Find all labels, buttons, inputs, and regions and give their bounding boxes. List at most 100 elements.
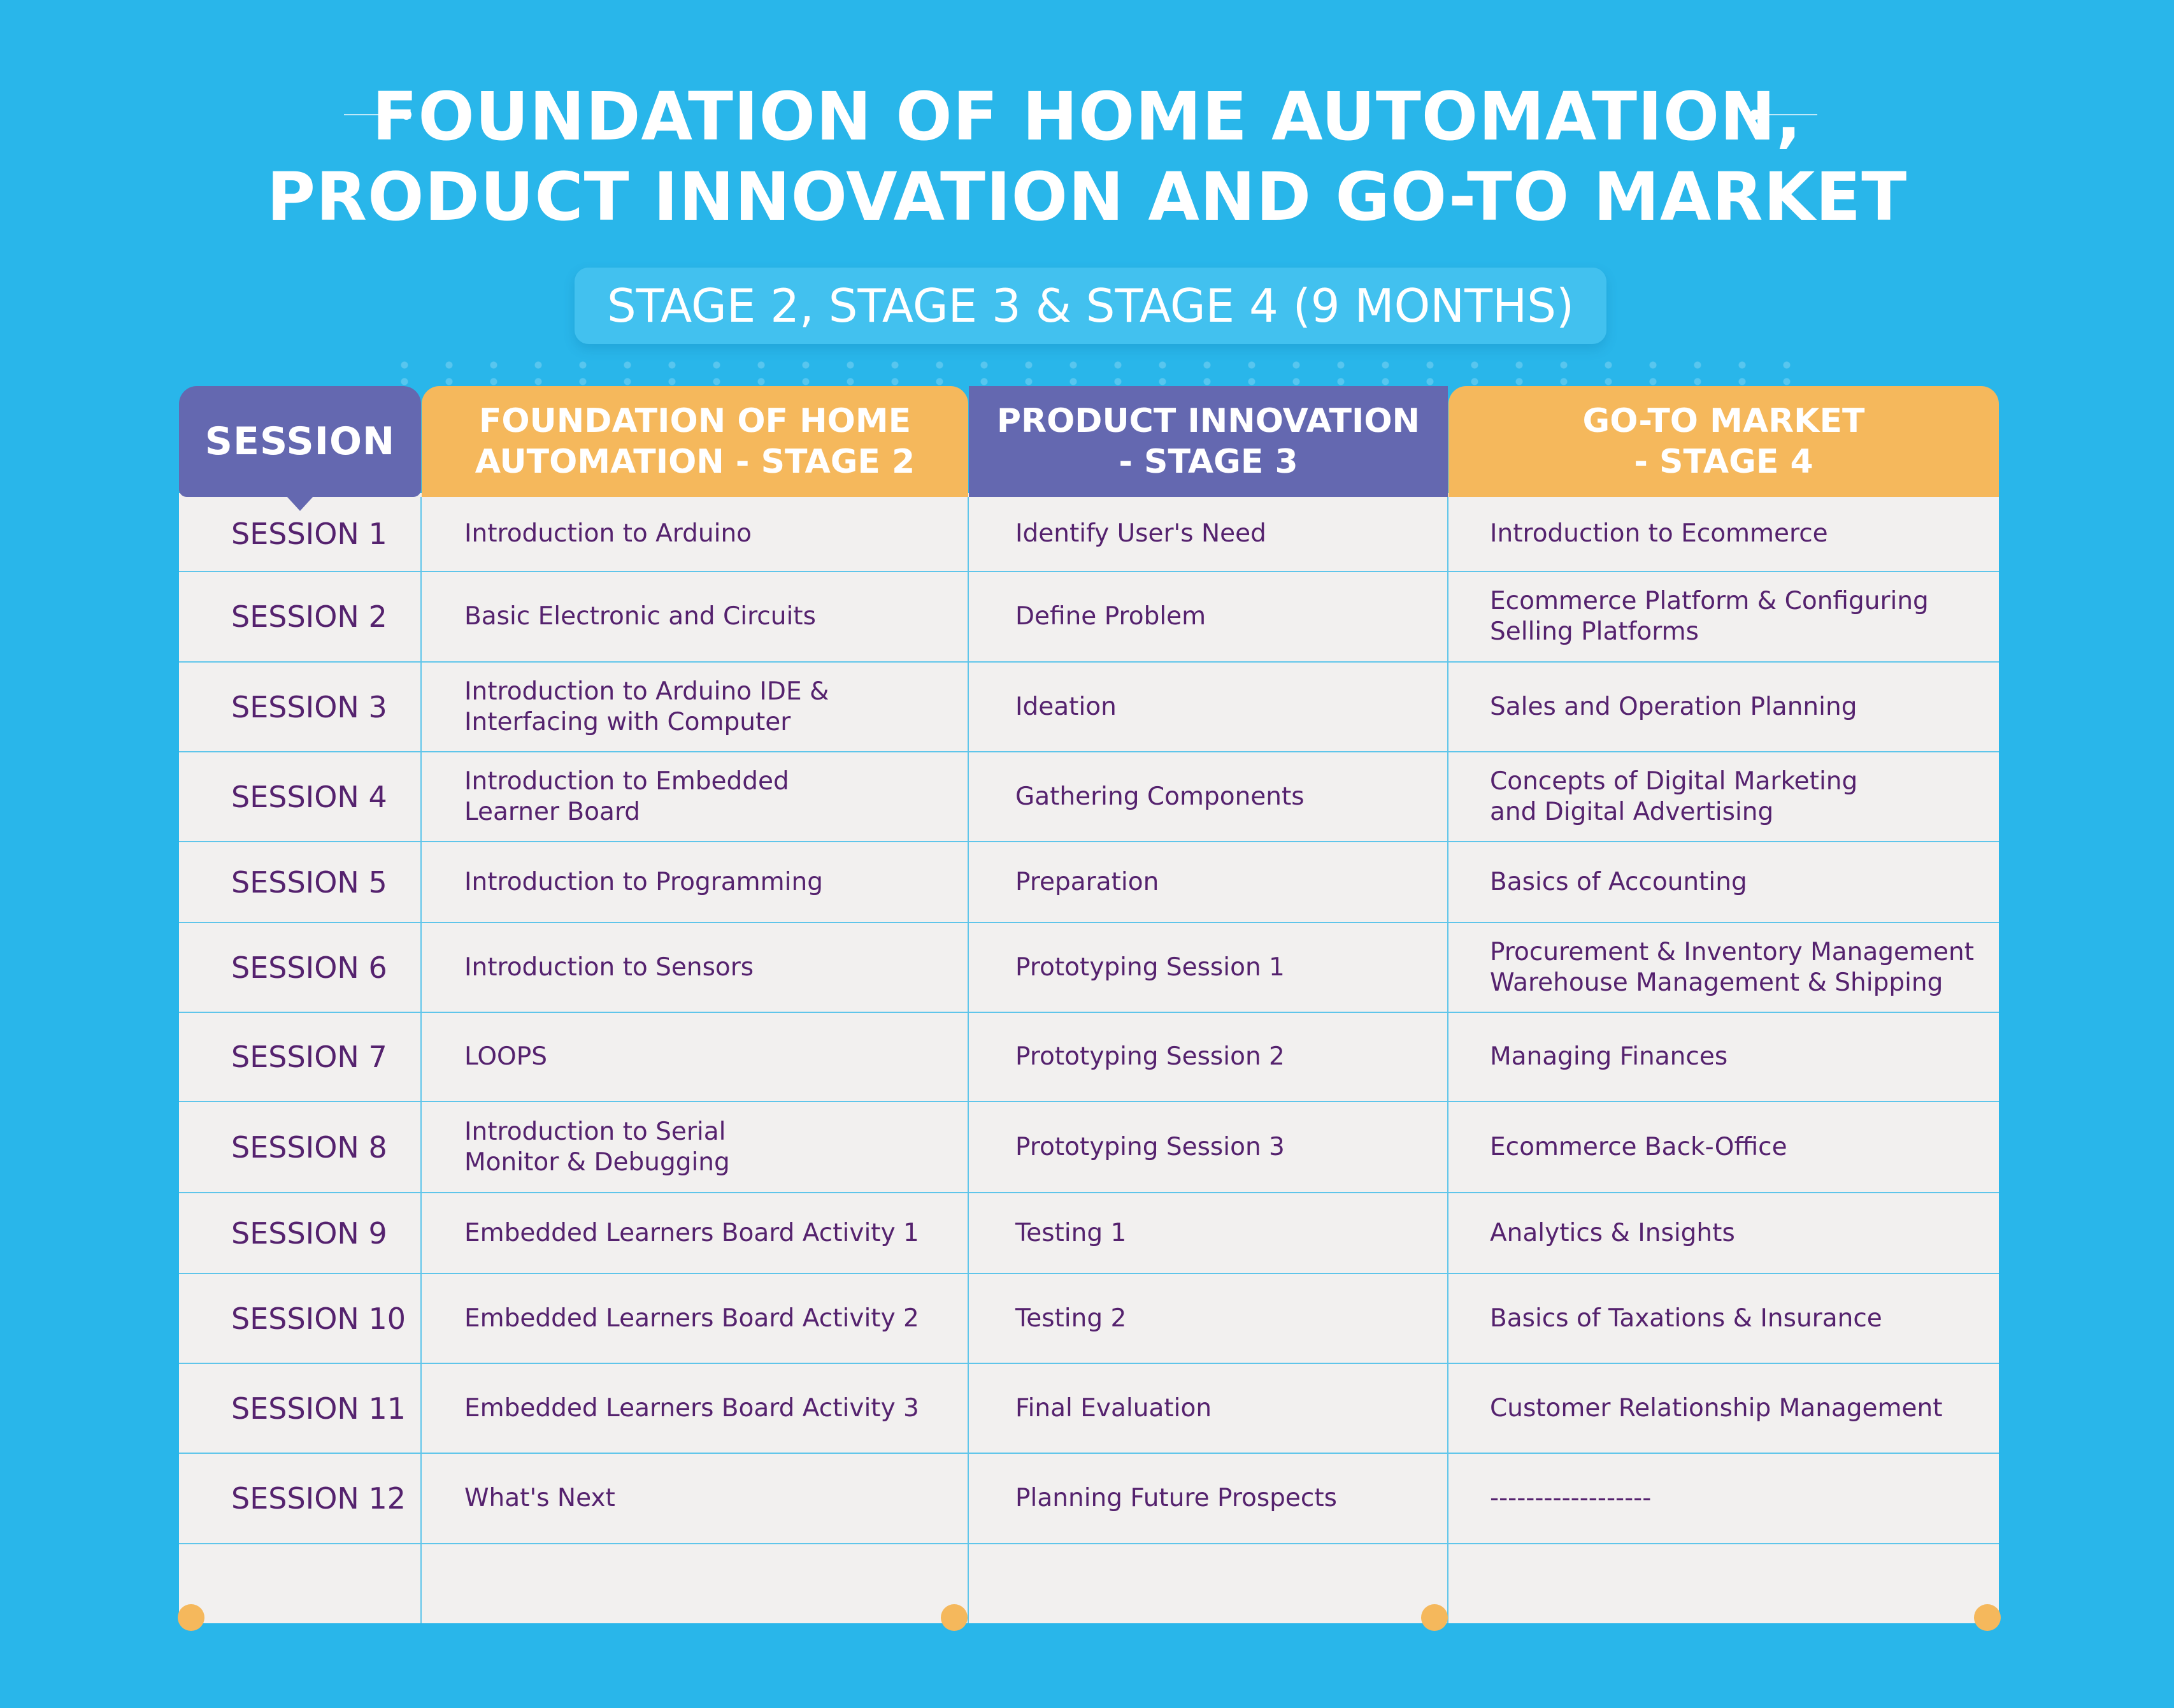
stage-3-cell: Prototyping Session 1 xyxy=(969,923,1448,1012)
curriculum-table: SESSION FOUNDATION OF HOME AUTOMATION - … xyxy=(178,386,2001,1631)
stage-4-cell-text: Concepts of Digital Marketing and Digita… xyxy=(1490,766,1858,826)
stage-3-cell-text: Testing 2 xyxy=(1015,1303,1127,1333)
stage-duration-badge: STAGE 2, STAGE 3 & STAGE 4 (9 MONTHS) xyxy=(575,268,1606,344)
stage-4-cell: Introduction to Ecommerce xyxy=(1448,497,1999,571)
stage-2-cell: Embedded Learners Board Activity 3 xyxy=(422,1364,968,1453)
stage-3-cell-text: Prototyping Session 1 xyxy=(1015,952,1285,982)
table-row: SESSION 4 Introduction to Embedded Learne… xyxy=(179,752,1999,842)
header-stage-3-label: PRODUCT INNOVATION - STAGE 3 xyxy=(996,402,1420,481)
stage-2-cell: Introduction to Programming xyxy=(422,842,968,922)
stage-2-cell: Introduction to Arduino IDE & Interfacin… xyxy=(422,663,968,751)
stage-2-cell-text: Introduction to Serial Monitor & Debuggi… xyxy=(464,1117,730,1177)
stage-2-cell-text: Introduction to Arduino xyxy=(464,519,752,548)
stage-3-cell-text: Planning Future Prospects xyxy=(1015,1484,1337,1512)
stage-4-cell-text: ------------------ xyxy=(1490,1484,1652,1512)
title-line-2: PRODUCT INNOVATION AND GO-TO MARKET xyxy=(266,158,1908,236)
stage-4-cell-text: Basics of Accounting xyxy=(1490,867,1747,896)
stage-4-cell: Sales and Operation Planning xyxy=(1448,663,1999,751)
stage-3-cell: Prototyping Session 3 xyxy=(969,1102,1448,1192)
session-cell: SESSION 6 xyxy=(179,923,421,1012)
stage-3-cell-text: Gathering Components xyxy=(1015,782,1305,811)
stage-3-cell: Preparation xyxy=(969,842,1448,922)
session-cell: SESSION 2 xyxy=(179,572,421,661)
stage-2-cell-text: Introduction to Arduino IDE & Interfacin… xyxy=(464,677,829,736)
session-cell: SESSION 4 xyxy=(179,752,421,841)
session-cell: SESSION 3 xyxy=(179,663,421,751)
session-cell-text: SESSION 1 xyxy=(231,517,387,551)
session-cell-text: SESSION 8 xyxy=(231,1130,387,1165)
stage-4-cell: Ecommerce Back-Office xyxy=(1448,1102,1999,1192)
decoration-dash xyxy=(1765,114,1817,115)
stage-4-cell-text: Basics of Taxations & Insurance xyxy=(1490,1303,1882,1333)
header-stage-2: FOUNDATION OF HOME AUTOMATION - STAGE 2 xyxy=(422,386,968,497)
session-cell: SESSION 11 xyxy=(179,1364,421,1453)
stage-3-cell: Testing 1 xyxy=(969,1193,1448,1273)
stage-3-cell: Define Problem xyxy=(969,572,1448,661)
header-session-label: SESSION xyxy=(204,419,396,464)
session-cell-text: SESSION 6 xyxy=(231,950,387,985)
table-row: SESSION 10 Embedded Learners Board Activi… xyxy=(179,1274,1999,1364)
stage-2-cell: Introduction to Arduino xyxy=(422,497,968,571)
table-row: SESSION 1 Introduction to Arduino Identify… xyxy=(179,497,1999,572)
decoration-dot xyxy=(1750,110,1760,120)
header-stage-3: PRODUCT INNOVATION - STAGE 3 xyxy=(969,386,1448,497)
stage-2-cell-text: Introduction to Embedded Learner Board xyxy=(464,766,789,826)
table-row: SESSION 8 Introduction to Serial Monitor … xyxy=(179,1102,1999,1193)
stage-4-cell: Analytics & Insights xyxy=(1448,1193,1999,1273)
stage-3-cell-text: Prototyping Session 2 xyxy=(1015,1042,1285,1071)
page-title: FOUNDATION OF HOME AUTOMATION, PRODUCT I… xyxy=(0,76,2174,237)
stage-2-cell-text: Introduction to Programming xyxy=(464,867,823,896)
corner-dot xyxy=(941,1604,968,1631)
stage-2-cell: Basic Electronic and Circuits xyxy=(422,572,968,661)
header-stage-4: GO-TO MARKET - STAGE 4 xyxy=(1448,386,1999,497)
session-cell: SESSION 5 xyxy=(179,842,421,922)
stage-3-cell: Prototyping Session 2 xyxy=(969,1013,1448,1101)
session-cell: SESSION 8 xyxy=(179,1102,421,1192)
column-divider xyxy=(968,497,969,1623)
table-row: SESSION 6 Introduction to Sensors Prototyp… xyxy=(179,923,1999,1013)
stage-2-cell: Introduction to Serial Monitor & Debuggi… xyxy=(422,1102,968,1192)
session-cell: SESSION 7 xyxy=(179,1013,421,1101)
stage-4-cell: ------------------ xyxy=(1448,1454,1999,1543)
table-row: SESSION 5 Introduction to Programming Prep… xyxy=(179,842,1999,923)
session-cell-text: SESSION 2 xyxy=(231,599,387,634)
dot-pattern-decoration xyxy=(382,357,1796,389)
title-decoration-left xyxy=(344,107,420,122)
stage-4-cell: Concepts of Digital Marketing and Digita… xyxy=(1448,752,1999,841)
stage-3-cell: Gathering Components xyxy=(969,752,1448,841)
decoration-dash xyxy=(344,114,396,115)
stage-3-cell: Testing 2 xyxy=(969,1274,1448,1363)
stage-4-cell-text: Customer Relationship Management xyxy=(1490,1393,1943,1423)
session-cell-text: SESSION 11 xyxy=(231,1391,406,1426)
column-divider xyxy=(420,497,422,1623)
stage-4-cell-text: Ecommerce Platform & Configuring Selling… xyxy=(1490,587,1929,646)
stage-2-cell: Embedded Learners Board Activity 2 xyxy=(422,1274,968,1363)
stage-4-cell: Managing Finances xyxy=(1448,1013,1999,1101)
stage-2-cell-text: Embedded Learners Board Activity 3 xyxy=(464,1393,919,1423)
header-session: SESSION xyxy=(179,386,421,511)
stage-2-cell: Introduction to Sensors xyxy=(422,923,968,1012)
corner-dot xyxy=(1421,1604,1448,1631)
stage-2-cell: Introduction to Embedded Learner Board xyxy=(422,752,968,841)
stage-4-cell-text: Ecommerce Back-Office xyxy=(1490,1132,1787,1161)
stage-4-cell-text: Analytics & Insights xyxy=(1490,1218,1735,1247)
stage-4-cell: Customer Relationship Management xyxy=(1448,1364,1999,1453)
stage-4-cell-text: Introduction to Ecommerce xyxy=(1490,519,1828,548)
stage-3-cell: Planning Future Prospects xyxy=(969,1454,1448,1543)
stage-2-cell-text: Embedded Learners Board Activity 1 xyxy=(464,1218,919,1247)
stage-3-cell-text: Identify User's Need xyxy=(1015,519,1266,548)
corner-dot xyxy=(178,1604,204,1631)
stage-4-cell: Procurement & Inventory Management Wareh… xyxy=(1448,923,1999,1012)
stage-3-cell-text: Preparation xyxy=(1015,867,1159,896)
session-cell-text: SESSION 10 xyxy=(231,1301,406,1336)
stage-3-cell-text: Prototyping Session 3 xyxy=(1015,1132,1285,1161)
table-body xyxy=(179,493,1999,1623)
stage-4-cell: Basics of Accounting xyxy=(1448,842,1999,922)
session-cell-text: SESSION 12 xyxy=(231,1481,406,1516)
stage-3-cell-text: Ideation xyxy=(1015,692,1117,721)
stage-3-cell-text: Testing 1 xyxy=(1015,1218,1127,1247)
